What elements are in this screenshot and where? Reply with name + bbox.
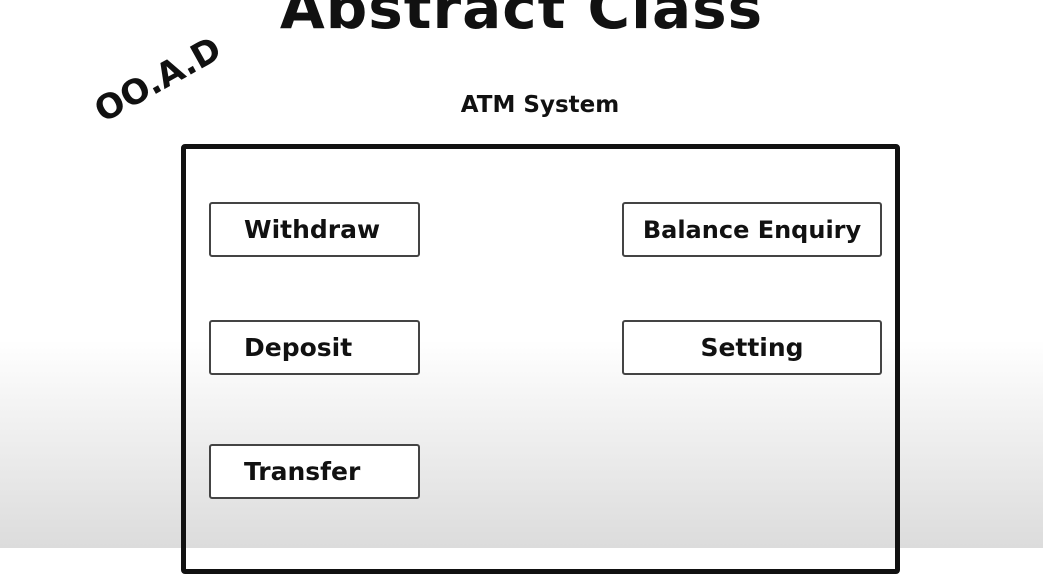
balance-enquiry-label: Balance Enquiry [642,215,862,244]
ooad-stamp: OO.A.D [88,29,229,131]
deposit-box: Deposit [209,320,420,375]
page-title: Abstract Class [279,0,764,42]
transfer-label: Transfer [244,457,361,486]
setting-box: Setting [622,320,882,375]
withdraw-box: Withdraw [209,202,420,257]
system-label: ATM System [460,92,620,118]
setting-label: Setting [700,333,804,362]
transfer-box: Transfer [209,444,420,499]
withdraw-label: Withdraw [244,215,381,244]
deposit-label: Deposit [244,333,353,362]
balance-enquiry-box: Balance Enquiry [622,202,882,257]
